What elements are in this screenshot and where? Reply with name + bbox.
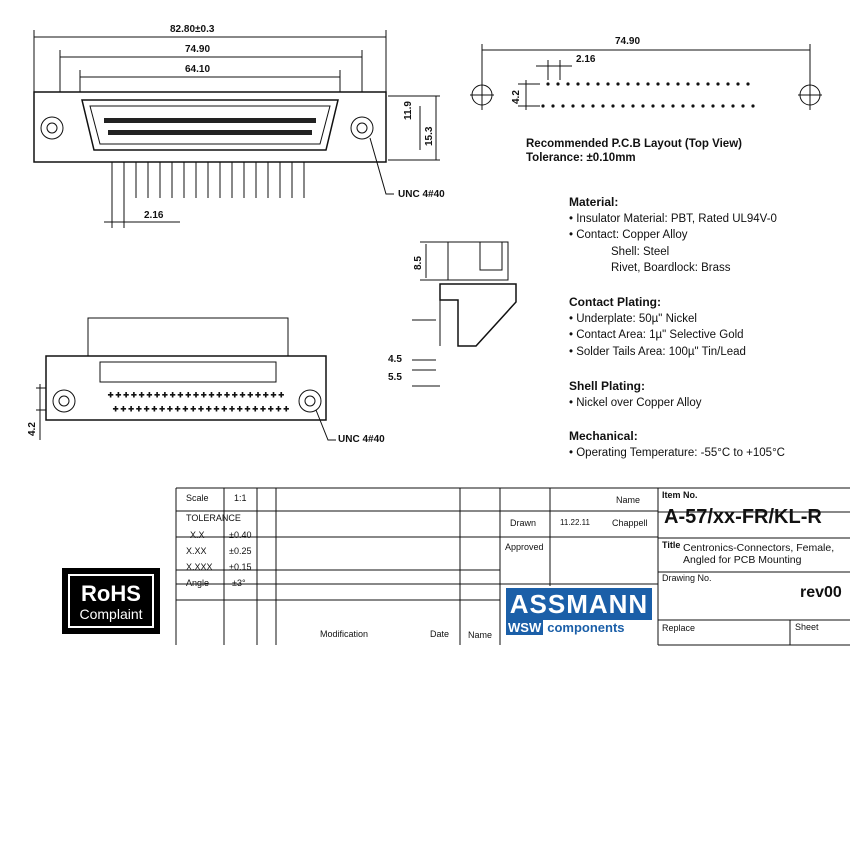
dim-overall-width: 82.80±0.3	[170, 24, 215, 35]
dim-front-pitch: 2.16	[144, 210, 164, 221]
drawing-no-label: Drawing No.	[662, 573, 712, 583]
dim-side-height: 8.5	[413, 256, 424, 270]
tol-xxx-label: X.XX	[186, 546, 207, 556]
spec-material-head: Material:	[569, 195, 619, 209]
rohs-title: RoHS	[81, 581, 141, 606]
spec-line: Shell: Steel	[611, 245, 670, 258]
pcb-caption: Recommended P.C.B Layout (Top View)	[526, 138, 742, 150]
spec-material: Material: Insulator Material: PBT, Rated…	[569, 194, 777, 277]
sheet-label: Sheet	[795, 622, 819, 632]
spec-line: Solder Tails Area: 100µ" Tin/Lead	[569, 344, 746, 361]
spec-plating-head: Contact Plating:	[569, 295, 661, 309]
svg-text:+ + + + + + + + + + + + + + +: + + + + + + + + + + + + + + + + + + + + …	[108, 390, 284, 400]
tol-xx-label: X.X	[190, 530, 205, 540]
spec-line: Underplate: 50µ" Nickel	[569, 311, 746, 328]
scale-value: 1:1	[234, 493, 247, 503]
mod-name-label: Name	[468, 630, 493, 640]
tol-xxxx-value: ±0.15	[229, 562, 252, 572]
svg-text:+ + + + + + + + + + + + + + +: + + + + + + + + + + + + + + + + + + + + …	[113, 404, 289, 414]
tol-xxx-value: ±0.25	[229, 546, 252, 556]
item-no-label: Item No.	[662, 490, 698, 500]
spec-shell-head: Shell Plating:	[569, 379, 646, 393]
revision: rev00	[800, 584, 842, 601]
title-line-2: Angled for PCB Mounting	[683, 554, 802, 566]
drawn-name: Chappell	[612, 518, 648, 528]
approved-label: Approved	[505, 542, 544, 552]
spec-shell-plating: Shell Plating: Nickel over Copper Alloy	[569, 378, 702, 411]
tol-angle-value: ±3°	[232, 578, 246, 588]
dim-height-11-9: 11.9	[403, 101, 414, 120]
modification-label: Modification	[320, 629, 369, 639]
pcb-tolerance: Tolerance: ±0.10mm	[526, 152, 636, 164]
spec-line: Nickel over Copper Alloy	[569, 395, 701, 412]
rohs-badge: RoHS Complaint	[62, 568, 160, 634]
technical-drawing: + + + + + + + + + + + + + + + + + + + + …	[33, 30, 822, 441]
tol-angle-label: Angle	[186, 578, 210, 588]
title-line-1: Centronics-Connectors, Female,	[683, 542, 835, 554]
replace-label: Replace	[662, 623, 696, 633]
dim-pcb-row: 4.2	[511, 90, 522, 104]
dim-bottom-screw: UNC 4#40	[338, 434, 385, 445]
spec-line: Contact Area: 1µ" Selective Gold	[569, 327, 746, 344]
dim-height-15-3: 15.3	[424, 126, 435, 146]
tolerance-label: TOLERANCE	[186, 513, 241, 523]
logo-wsw: WSW	[506, 620, 544, 635]
drawn-date: 11.22.11	[560, 518, 590, 527]
date-label: Date	[430, 629, 450, 639]
dim-bottom-row: 4.2	[27, 422, 38, 436]
dim-mount-width: 74.90	[185, 44, 211, 55]
drawn-label: Drawn	[510, 518, 537, 528]
dim-pcb-pitch: 2.16	[576, 54, 596, 65]
logo-sub: components	[547, 620, 625, 635]
spec-line: Contact: Copper Alloy	[569, 227, 777, 244]
spec-line: Insulator Material: PBT, Rated UL94V-0	[569, 211, 777, 228]
dim-body-width: 64.10	[185, 64, 211, 75]
tol-xx-value: ±0.40	[229, 530, 252, 540]
logo-brand: ASSMANN	[506, 588, 652, 620]
spec-mech-head: Mechanical:	[569, 429, 638, 443]
item-number: A-57/xx-FR/KL-R	[664, 506, 822, 528]
dim-front-screw: UNC 4#40	[398, 189, 445, 200]
spec-contact-plating: Contact Plating: Underplate: 50µ" Nickel…	[569, 294, 746, 360]
dim-pcb-width: 74.90	[615, 36, 641, 47]
tol-xxxx-label: X.XXX	[186, 562, 213, 572]
name-header: Name	[616, 495, 641, 505]
spec-mechanical: Mechanical: Operating Temperature: -55°C…	[569, 428, 785, 461]
dim-side-4-5: 4.5	[388, 354, 402, 365]
scale-label: Scale	[186, 493, 209, 503]
title-label: Title	[662, 540, 681, 550]
title-block-grid	[175, 487, 850, 646]
rohs-subtitle: Complaint	[79, 606, 143, 622]
spec-line: Rivet, Boardlock: Brass	[611, 262, 731, 274]
dim-side-5-5: 5.5	[388, 372, 402, 383]
spec-line: Operating Temperature: -55°C to +105°C	[569, 445, 785, 462]
